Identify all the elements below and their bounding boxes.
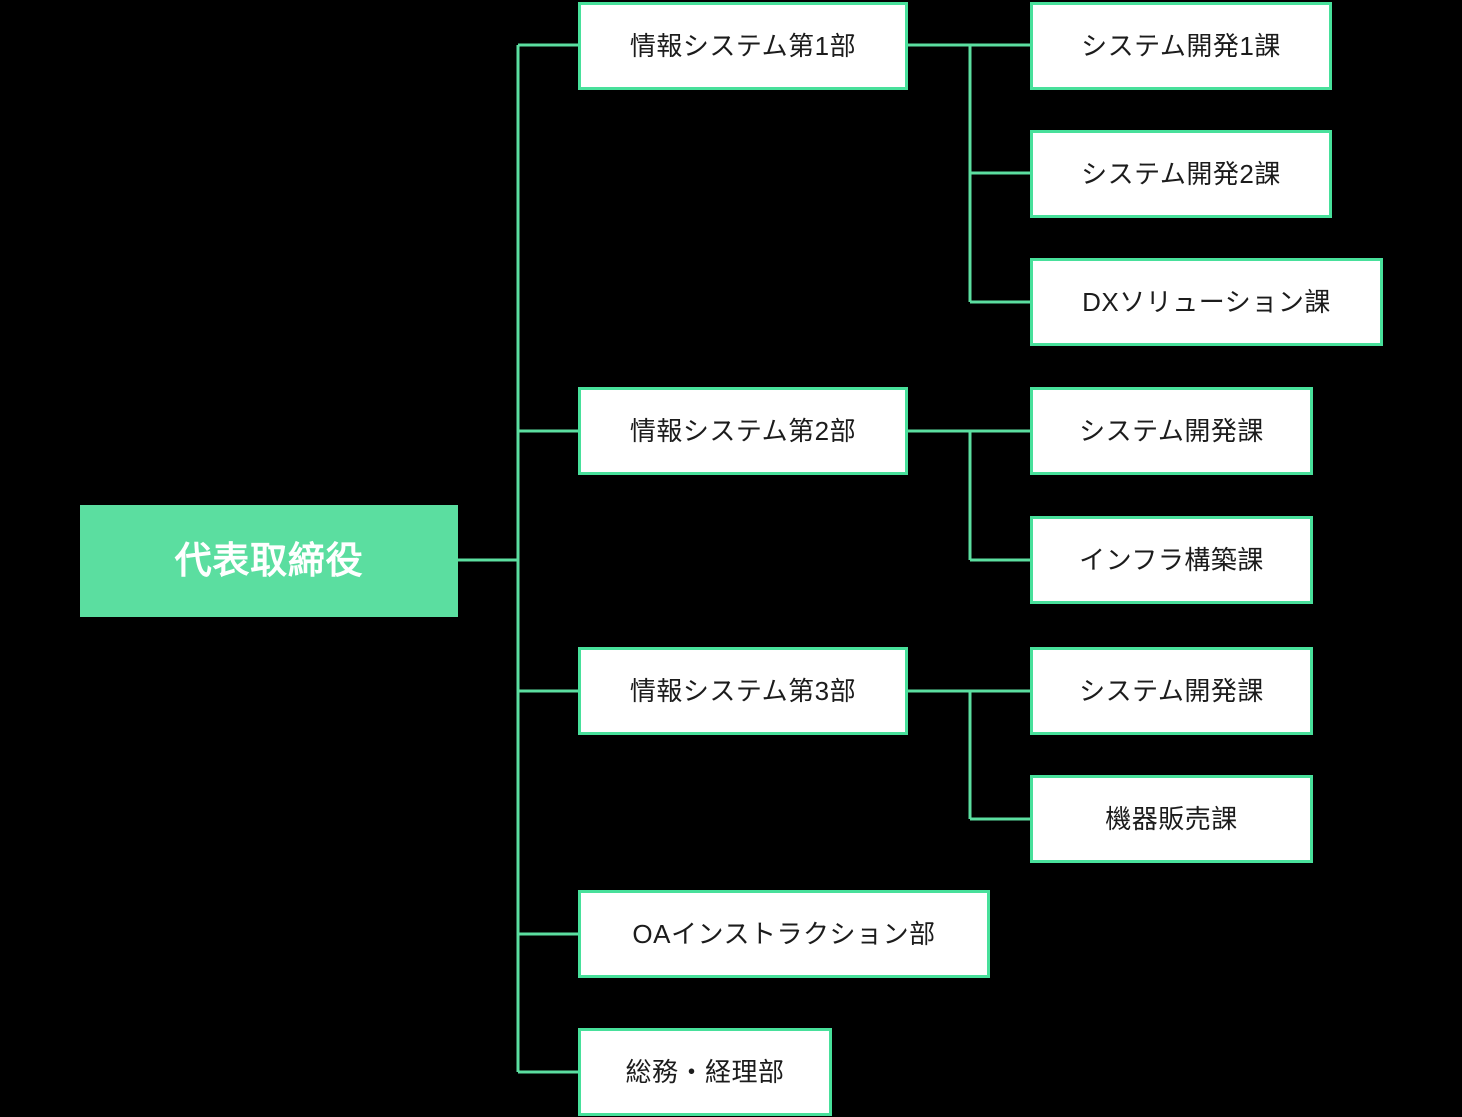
node-section-system-development-dept2[interactable]: システム開発課 bbox=[1030, 387, 1313, 475]
node-dept-information-system-2[interactable]: 情報システム第2部 bbox=[578, 387, 908, 475]
node-section-infrastructure-construction[interactable]: インフラ構築課 bbox=[1030, 516, 1313, 604]
node-section-system-development-dept3[interactable]: システム開発課 bbox=[1030, 647, 1313, 735]
node-section-equipment-sales[interactable]: 機器販売課 bbox=[1030, 775, 1313, 863]
node-dept-oa-instruction[interactable]: OAインストラクション部 bbox=[578, 890, 990, 978]
node-root-representative-director[interactable]: 代表取締役 bbox=[80, 505, 458, 617]
node-dept-general-affairs-accounting[interactable]: 総務・経理部 bbox=[578, 1028, 832, 1116]
node-dept-information-system-1[interactable]: 情報システム第1部 bbox=[578, 2, 908, 90]
node-dept-information-system-3[interactable]: 情報システム第3部 bbox=[578, 647, 908, 735]
node-section-dx-solution[interactable]: DXソリューション課 bbox=[1030, 258, 1383, 346]
node-section-system-development-2[interactable]: システム開発2課 bbox=[1030, 130, 1332, 218]
node-section-system-development-1[interactable]: システム開発1課 bbox=[1030, 2, 1332, 90]
